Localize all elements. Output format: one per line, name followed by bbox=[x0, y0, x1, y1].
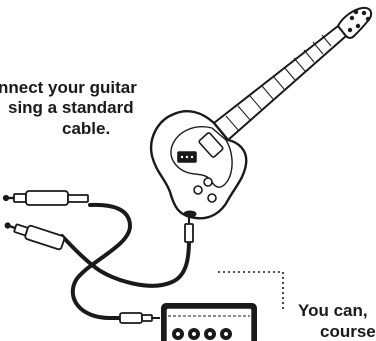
instruction-line-1: nnect your guitar bbox=[0, 78, 137, 97]
instrument-cable-plug-icon bbox=[185, 216, 193, 242]
cable-plug-to-pedal bbox=[73, 205, 130, 318]
electric-guitar-icon bbox=[151, 8, 371, 218]
cable-guitar-to-pedal bbox=[62, 236, 189, 286]
guitar-knob-2 bbox=[204, 178, 212, 186]
effects-pedal-icon bbox=[162, 304, 256, 341]
instruction-line-3: cable. bbox=[62, 119, 110, 138]
side-note-line-1: You can, bbox=[298, 301, 368, 320]
guitar-neck bbox=[214, 26, 346, 140]
guitar-knob-3 bbox=[208, 194, 216, 202]
side-note-line-2: course bbox=[320, 322, 376, 341]
guitar-knob-1 bbox=[194, 186, 202, 194]
instrument-cable-plug-icon bbox=[3, 218, 65, 250]
instruction-line-2: sing a standard bbox=[8, 98, 134, 117]
instrument-cable-plug-icon bbox=[120, 313, 160, 323]
instrument-cable-plug-icon bbox=[4, 191, 88, 205]
